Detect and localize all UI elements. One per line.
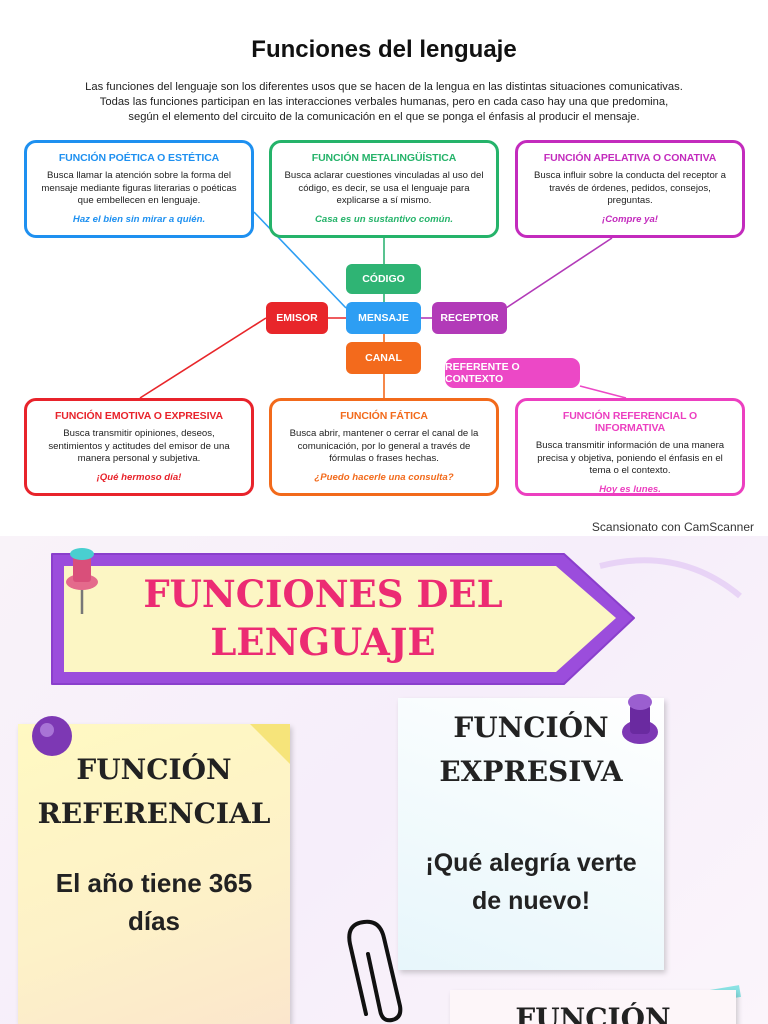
note-title-line: FUNCIÓN <box>453 711 609 744</box>
card-metalinguistica: FUNCIÓN METALINGÜÍSTICA Busca aclarar cu… <box>269 140 499 238</box>
note-title: FUNCIÓN REFERENCIAL <box>26 748 282 836</box>
intro-line: Todas las funciones participan en las in… <box>99 96 669 108</box>
card-description: Busca transmitir opiniones, deseos, sent… <box>48 428 230 464</box>
sticky-note-expresiva <box>398 698 664 970</box>
intro-line: según el elemento del circuito de la com… <box>128 111 640 123</box>
diagram-connectors <box>139 211 627 399</box>
pushpin-icon <box>66 548 98 614</box>
page-title: Funciones del lenguaje <box>251 36 517 63</box>
sticky-note-referencial <box>18 724 290 1024</box>
card-description: Busca aclarar cuestiones vinculadas al u… <box>284 170 484 206</box>
note-title-line: EXPRESIVA <box>439 755 623 788</box>
pill-referente: REFERENTE O CONTEXTO <box>445 358 580 388</box>
card-fatica: FUNCIÓN FÁTICA Busca abrir, mantener o c… <box>269 398 499 496</box>
poster: FUNCIONES DEL LENGUAJE FUNCIÓN REFERENCI… <box>0 536 768 1024</box>
banner-title-line: LENGUAJE <box>210 620 436 664</box>
note-title-line: FUNCIÓN <box>76 753 232 786</box>
card-example: Hoy es lunes. <box>599 483 661 495</box>
pill-codigo: CÓDIGO <box>346 264 421 294</box>
note-example-line: de nuevo! <box>471 887 591 915</box>
card-poetica: FUNCIÓN POÉTICA O ESTÉTICA Busca llamar … <box>24 140 254 238</box>
note-example-line: El año tiene 365 <box>55 868 253 898</box>
intro-text: Las funciones del lenguaje son los difer… <box>70 80 698 125</box>
note-example-line: días <box>127 906 181 936</box>
pill-mensaje: MENSAJE <box>346 302 421 334</box>
card-emotiva: FUNCIÓN EMOTIVA O EXPRESIVA Busca transm… <box>24 398 254 496</box>
card-example: ¡Qué hermoso día! <box>96 471 182 483</box>
note-example: El año tiene 365 días <box>26 864 282 940</box>
note-example: ¡Qué alegría verte de nuevo! <box>398 844 664 920</box>
card-example: Casa es un sustantivo común. <box>314 213 454 225</box>
card-description: Busca transmitir información de una mane… <box>535 440 725 476</box>
scan-note: Scansionato con CamScanner <box>591 520 754 534</box>
note-title: FUNCIÓN <box>515 1002 671 1024</box>
card-title: FUNCIÓN FÁTICA <box>340 410 428 422</box>
paperclip-icon <box>347 919 403 1023</box>
card-example: ¿Puedo hacerle una consulta? <box>314 471 454 483</box>
pushpin-icon <box>622 694 658 744</box>
note-title: FUNCIÓN EXPRESIVA <box>398 706 664 794</box>
card-example: ¡Compre ya! <box>602 213 658 225</box>
pill-canal: CANAL <box>346 342 421 374</box>
note-example-line: ¡Qué alegría verte <box>425 849 637 877</box>
card-apelativa: FUNCIÓN APELATIVA O CONATIVA Busca influ… <box>515 140 745 238</box>
card-title: FUNCIÓN METALINGÜÍSTICA <box>311 152 457 164</box>
banner-shape <box>51 553 635 685</box>
note-title-line: REFERENCIAL <box>37 797 271 830</box>
card-referencial: FUNCIÓN REFERENCIAL O INFORMATIVA Busca … <box>515 398 745 496</box>
pushpin-icon <box>32 716 72 756</box>
card-title: FUNCIÓN POÉTICA O ESTÉTICA <box>58 152 220 164</box>
card-title: FUNCIÓN APELATIVA O CONATIVA <box>543 152 717 164</box>
card-description: Busca llamar la atención sobre la forma … <box>41 170 237 206</box>
card-title: FUNCIÓN REFERENCIAL O INFORMATIVA <box>562 410 698 434</box>
card-description: Busca abrir, mantener o cerrar el canal … <box>289 428 479 464</box>
pill-receptor: RECEPTOR <box>432 302 507 334</box>
card-title: FUNCIÓN EMOTIVA O EXPRESIVA <box>54 410 224 422</box>
card-description: Busca influir sobre la conducta del rece… <box>534 170 726 206</box>
pill-emisor: EMISOR <box>266 302 328 334</box>
intro-line: Las funciones del lenguaje son los difer… <box>85 81 683 93</box>
card-example: Haz el bien sin mirar a quién. <box>72 213 206 225</box>
banner-title-line: FUNCIONES DEL <box>143 572 503 616</box>
note-fold <box>250 724 290 764</box>
sticky-note-partial <box>450 990 736 1024</box>
banner-title: FUNCIONES DEL LENGUAJE <box>108 570 538 666</box>
